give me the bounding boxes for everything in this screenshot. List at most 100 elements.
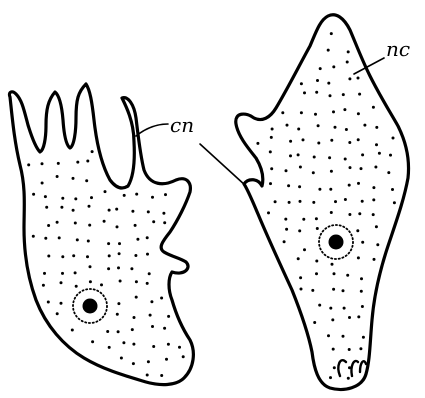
stipple-dot: [374, 166, 377, 169]
stipple-dot: [91, 150, 94, 153]
cn-leader-line: [136, 124, 168, 136]
stipple-dot: [122, 341, 125, 344]
stipple-dot: [313, 321, 316, 324]
stipple-dot: [347, 377, 350, 380]
stipple-dot: [117, 330, 120, 333]
stipple-dot: [288, 201, 291, 204]
stipple-dot: [285, 169, 288, 172]
stipple-dot: [89, 280, 92, 283]
stipple-dot: [119, 280, 122, 283]
stipple-dot: [56, 312, 59, 315]
stipple-dot: [100, 283, 103, 286]
stipple-dot: [327, 49, 330, 52]
stipple-dot: [391, 188, 394, 191]
stipple-dot: [132, 343, 135, 346]
stipple-dot: [116, 313, 119, 316]
stipple-dot: [123, 194, 126, 197]
stipple-dot: [315, 217, 318, 220]
stipple-dot: [334, 126, 337, 129]
stipple-dot: [147, 210, 150, 213]
stipple-dot: [147, 360, 150, 363]
stipple-dot: [393, 201, 396, 204]
stipple-dot: [270, 136, 273, 139]
stipple-dot: [136, 238, 139, 241]
label-nc: nc: [386, 37, 410, 61]
stipple-dot: [360, 167, 363, 170]
stipple-dot: [314, 113, 317, 116]
right-cell-outline: [236, 15, 409, 390]
stipple-dot: [178, 346, 181, 349]
stipple-dot: [329, 188, 332, 191]
stipple-dot: [316, 227, 319, 230]
stipple-dot: [269, 182, 272, 185]
stipple-dot: [86, 160, 89, 163]
stipple-dot: [269, 150, 272, 153]
stipple-dot: [357, 138, 360, 141]
stipple-dot: [389, 154, 392, 157]
stipple-dot: [349, 166, 352, 169]
stipple-dot: [375, 143, 378, 146]
stipple-dot: [256, 142, 259, 145]
stipple-dot: [72, 177, 75, 180]
stipple-dot: [58, 236, 61, 239]
stipple-dot: [372, 186, 375, 189]
stipple-dot: [86, 255, 89, 258]
stipple-dot: [359, 347, 362, 350]
stipple-dot: [135, 296, 138, 299]
stipple-dot: [274, 200, 277, 203]
stipple-dot: [357, 256, 360, 259]
stipple-dot: [346, 61, 349, 64]
stipple-dot: [358, 212, 361, 215]
stipple-dot: [148, 272, 151, 275]
stipple-dot: [74, 271, 77, 274]
stipple-dot: [108, 254, 111, 257]
stipple-dot: [72, 209, 75, 212]
stipple-dot: [74, 197, 77, 200]
stipple-dot: [375, 126, 378, 129]
stipple-dot: [300, 288, 303, 291]
stipple-dot: [146, 374, 149, 377]
stipple-dot: [115, 208, 118, 211]
stipple-dot: [361, 305, 364, 308]
stipple-dot: [348, 213, 351, 216]
stipple-dot: [271, 128, 274, 131]
stipple-dot: [360, 277, 363, 280]
stipple-dot: [131, 210, 134, 213]
stipple-dot: [116, 225, 119, 228]
stipple-dot: [135, 193, 138, 196]
stipple-dot: [76, 161, 79, 164]
stipple-dot: [71, 329, 74, 332]
stipple-dot: [311, 289, 314, 292]
stipple-dot: [375, 225, 378, 228]
stipple-dot: [298, 185, 301, 188]
stipple-dot: [345, 128, 348, 131]
stipple-dot: [297, 257, 300, 260]
stipple-dot: [372, 106, 375, 109]
stipple-dot: [45, 206, 48, 209]
stipple-dot: [348, 348, 351, 351]
cn-leader-line-2: [200, 144, 246, 186]
stipple-dot: [298, 229, 301, 232]
stipple-dot: [56, 221, 59, 224]
stipple-dot: [134, 254, 137, 257]
stipple-dot: [297, 153, 300, 156]
stipple-dot: [76, 238, 79, 241]
stipple-dot: [378, 152, 381, 155]
stipple-dot: [104, 190, 107, 193]
stipple-dot: [312, 201, 315, 204]
stipple-dot: [160, 374, 163, 377]
stipple-dot: [132, 362, 135, 365]
stipple-dot: [152, 345, 155, 348]
stipple-dot: [312, 171, 315, 174]
stipple-dot: [134, 224, 137, 227]
stipple-dot: [285, 228, 288, 231]
stipple-dot: [362, 336, 365, 339]
stipple-dot: [342, 93, 345, 96]
stipple-dot: [91, 340, 94, 343]
stipple-dot: [357, 315, 360, 318]
stipple-dot: [347, 50, 350, 53]
stipple-dot: [344, 158, 347, 161]
stipple-dot: [343, 108, 346, 111]
stipple-dot: [357, 182, 360, 185]
stipple-dot: [289, 154, 292, 157]
